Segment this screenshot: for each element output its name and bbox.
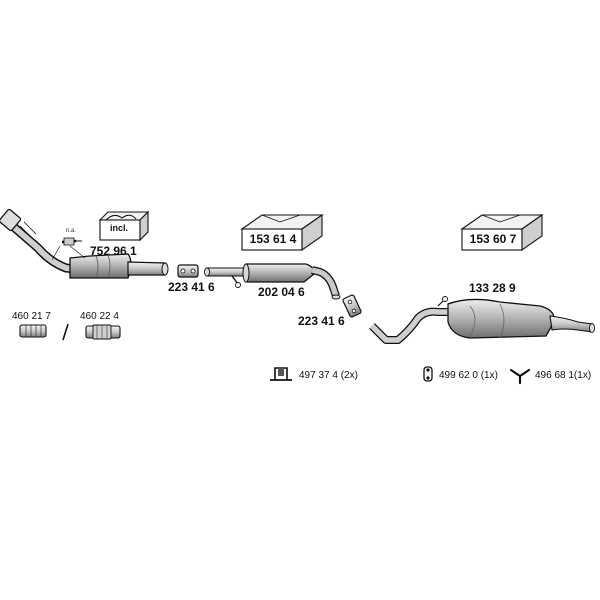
flex-pipe-a-part-number: 460 21 7: [12, 311, 51, 322]
y-hanger-icon: [509, 368, 531, 385]
middle-silencer-box: [240, 213, 324, 252]
middle-silencer-part-number: 202 04 6: [258, 285, 305, 299]
rubber-mount-icon: [423, 366, 433, 382]
middle-silencer-assembly: [204, 263, 341, 300]
flex-pipe-b-drawing: [85, 324, 121, 340]
sensor-note: n.a.: [66, 228, 77, 234]
flex-pipe-a-drawing: [19, 324, 47, 338]
rubber-mount-accessory-label: 499 62 0 (1x): [439, 370, 498, 381]
rear-silencer-box-number: 153 60 7: [469, 232, 517, 246]
catalyst-kit-box: [98, 210, 150, 242]
flex-pipe-b-part-number: 460 22 4: [80, 311, 119, 322]
rear-silencer-part-number: 133 28 9: [469, 281, 516, 295]
rear-silencer-assembly: [369, 296, 595, 344]
front-clamp: [177, 264, 199, 278]
y-hanger-accessory-label: 496 68 1(1x): [535, 370, 592, 381]
rear-clamp-part-number: 223 41 6: [298, 314, 345, 328]
rear-silencer-box: [460, 213, 544, 252]
separator-slash: [62, 323, 69, 341]
catalyst-kit-part-number: 752 96 1: [90, 244, 137, 258]
middle-silencer-box-number: 153 61 4: [249, 232, 297, 246]
front-pipe-catalyst: [0, 208, 169, 279]
kit-box-label: incl.: [110, 223, 129, 233]
front-clamp-part-number: 223 41 6: [168, 280, 215, 294]
bracket-icon: [270, 367, 292, 381]
rear-clamp: [342, 294, 362, 318]
bracket-accessory-label: 497 37 4 (2x): [299, 370, 358, 381]
